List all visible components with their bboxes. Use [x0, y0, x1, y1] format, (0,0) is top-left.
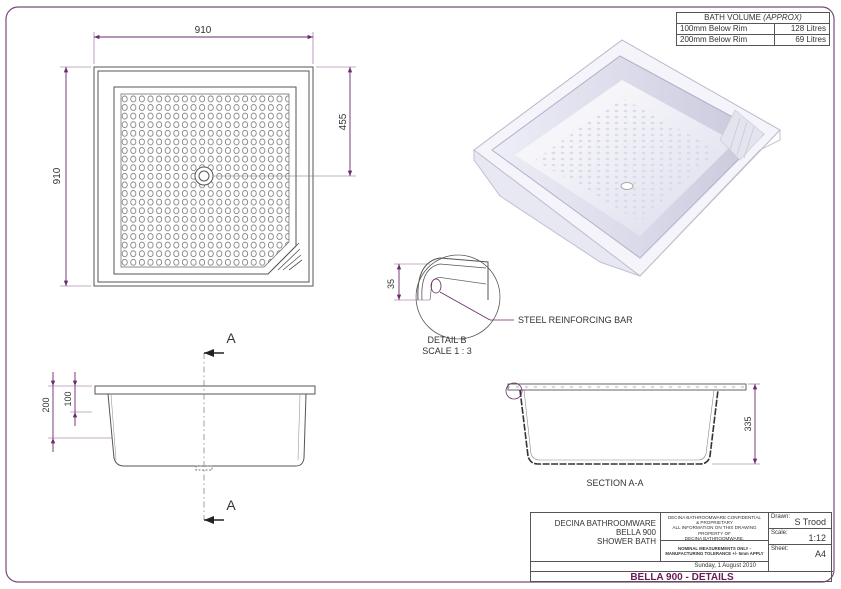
table-cell-label: 200mm Below Rim	[676, 34, 775, 46]
sheet-value: A4	[814, 549, 826, 559]
scale-key: Scale:	[771, 530, 788, 536]
drawn-key: Drawn:	[771, 514, 791, 520]
product-type: SHOWER BATH	[597, 537, 656, 546]
dim-side-200-label: 200	[41, 397, 51, 412]
confidential-line: DECINA BATHROOMWARE.	[684, 535, 745, 541]
dim-side-100-label: 100	[63, 391, 73, 406]
plan-view	[93, 66, 314, 287]
company-block: DECINA BATHROOMWARE BELLA 900 SHOWER BAT…	[531, 513, 661, 561]
bath-volume-table: BATH VOLUME (APPROX) 100mm Below Rim 128…	[676, 12, 831, 46]
dim-right-half	[214, 66, 356, 177]
bath-volume-header: BATH VOLUME (APPROX)	[676, 12, 830, 24]
bath-volume-approx: (APPROX)	[763, 13, 802, 22]
dim-top-width	[93, 32, 314, 64]
sheet-border	[5, 6, 835, 583]
bath-3d-render	[473, 39, 781, 277]
dim-left-height-label: 910	[52, 167, 63, 184]
confidential-line: PROPERTY OF	[698, 530, 731, 536]
confidential-line: ALL INFORMATION ON THIS DRAWING	[672, 525, 757, 531]
company-name: DECINA BATHROOMWARE	[554, 519, 656, 528]
section-marker-top	[204, 349, 224, 357]
product-name: BELLA 900	[615, 528, 656, 537]
section-marker-top-label: A	[226, 330, 236, 346]
sheet-key: Sheet:	[771, 546, 789, 552]
table-cell-label: 100mm Below Rim	[676, 23, 775, 35]
dim-right-half-label: 455	[338, 113, 349, 130]
scale-value: 1:12	[808, 533, 826, 543]
table-row: 200mm Below Rim 69 Litres	[676, 34, 831, 46]
detail-b-label: DETAIL B	[427, 335, 466, 345]
dim-left-height	[60, 66, 91, 287]
detail-b-scale: SCALE 1 : 3	[422, 346, 472, 356]
dim-side-200	[48, 372, 112, 452]
tolerance-line: MANUFACTURING TOLERANCE +/- 5mm APPLY	[665, 551, 764, 556]
dim-side-100	[70, 372, 92, 426]
confidential-line: DECINA BATHROOMWARE CONFIDENTIAL	[667, 515, 762, 520]
dim-top-width-label: 910	[195, 25, 212, 36]
drain-outlet	[194, 166, 214, 186]
title-block: DECINA BATHROOMWARE BELLA 900 SHOWER BAT…	[530, 512, 833, 583]
side-elevation	[94, 353, 316, 520]
sheet-field: Sheet: A4	[769, 545, 832, 561]
scale-field: Scale: 1:12	[769, 529, 832, 545]
tolerance-notice: NOMINAL MEASUREMENTS ONLY - MANUFACTURIN…	[661, 541, 769, 561]
section-a-a-label: SECTION A-A	[586, 478, 643, 488]
confidential-notice: DECINA BATHROOMWARE CONFIDENTIAL & PROPR…	[661, 513, 769, 541]
section-a-a-view	[505, 382, 747, 465]
section-marker-bottom-label: A	[226, 497, 236, 513]
detail-b-view	[416, 255, 500, 339]
drawn-value: S Trood	[794, 517, 826, 527]
table-cell-value: 128 Litres	[773, 23, 831, 35]
table-cell-value: 69 Litres	[773, 34, 831, 46]
bath-volume-title: BATH VOLUME	[704, 13, 761, 22]
dim-section-335	[712, 383, 760, 465]
dim-detail-35-label: 35	[386, 279, 396, 289]
callout-steel-bar: STEEL REINFORCING BAR	[518, 315, 633, 325]
drawn-field: Drawn: S Trood	[769, 513, 832, 529]
table-row: 100mm Below Rim 128 Litres	[676, 23, 831, 35]
section-marker-bottom	[204, 516, 224, 524]
drawing-date: Sunday, 1 August 2010	[531, 561, 769, 571]
dim-detail-35	[394, 263, 430, 301]
tolerance-line: NOMINAL MEASUREMENTS ONLY -	[678, 546, 751, 551]
callout-leader	[439, 291, 514, 321]
dim-section-335-label: 335	[743, 416, 753, 431]
drawing-title: BELLA 900 - DETAILS	[531, 571, 833, 583]
confidential-line: & PROPRIETARY	[696, 520, 733, 526]
